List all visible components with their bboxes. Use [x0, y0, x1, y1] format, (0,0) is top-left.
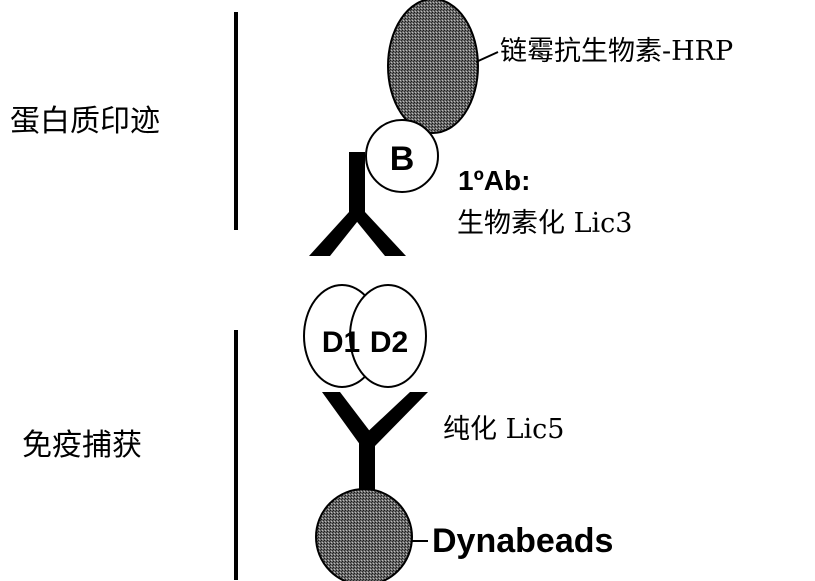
primary-antibody-shape	[309, 152, 406, 256]
domain-d2-ellipse	[349, 284, 427, 388]
domain-d2-label: D2	[370, 326, 408, 359]
dynabeads-label: Dynabeads	[432, 522, 613, 560]
purified-lic5-label: 纯化 Lic5	[443, 414, 564, 445]
streptavidin-hrp-shape	[387, 0, 479, 134]
immunocapture-label: 免疫捕获	[22, 428, 142, 463]
streptavidin-leader-line	[475, 51, 499, 63]
capture-antibody-shape	[322, 392, 428, 498]
biotin-circle	[365, 119, 439, 193]
biotinylated-lic3-label: 生物素化 Lic3	[457, 208, 632, 239]
domain-d1-label: D1	[322, 326, 360, 359]
streptavidin-hrp-label: 链霉抗生物素-HRP	[500, 36, 733, 67]
dynabead-shape	[315, 488, 413, 581]
western-blot-label: 蛋白质印迹	[10, 104, 160, 139]
primary-antibody-label: 1ºAb:	[458, 165, 530, 196]
biotin-label: B	[390, 140, 415, 178]
